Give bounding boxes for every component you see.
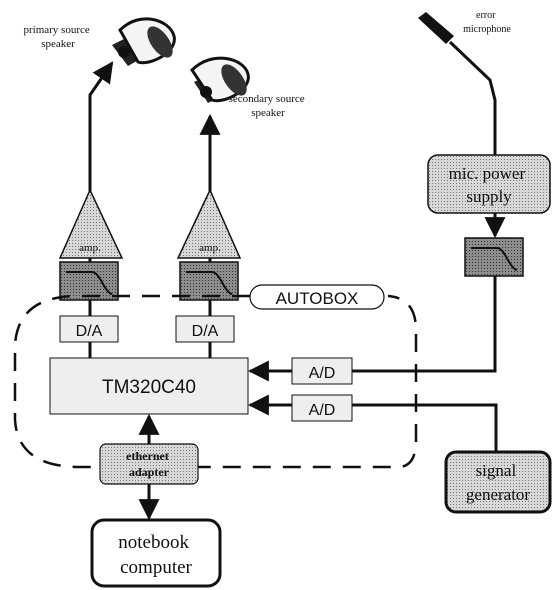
primary-speaker-label: primary source speaker <box>23 24 92 50</box>
svg-text:ethernet adapter: ethernet adapter <box>126 449 172 479</box>
da-converter-right: D/A <box>175 315 235 343</box>
mic-cable-line <box>448 40 497 155</box>
notebook-line1: notebook <box>118 532 189 553</box>
low-pass-filter-mic-icon <box>464 237 524 277</box>
low-pass-filter-right-icon <box>179 261 239 301</box>
ad-converter-bottom: A/D <box>291 394 353 422</box>
svg-text:D/A: D/A <box>192 323 219 340</box>
primary-speaker-icon <box>112 17 176 66</box>
error-microphone-label: error microphone <box>463 10 511 35</box>
signal-gen-line2: generator <box>466 485 531 504</box>
svg-text:signal generator: signal generator <box>466 461 531 504</box>
signal-generator-line <box>352 403 498 452</box>
ethernet-line2: adapter <box>129 465 170 479</box>
amp-right-label: amp. <box>199 242 221 254</box>
amplifier-right-icon: amp. <box>176 188 242 259</box>
svg-text:TM320C40: TM320C40 <box>102 377 196 398</box>
ethernet-adapter-box: ethernet adapter <box>99 443 199 485</box>
ad-converter-top: A/D <box>291 357 353 385</box>
mic-power-line1: mic. power <box>449 164 526 183</box>
primary-speaker-signal-line <box>88 61 114 192</box>
low-pass-filter-left-icon <box>59 261 119 301</box>
notebook-line2: computer <box>120 557 192 578</box>
notebook-computer-box: notebook computer <box>90 518 222 588</box>
signal-gen-line1: signal <box>476 461 517 480</box>
da-converter-left: D/A <box>59 315 119 343</box>
mic-power-line2: supply <box>466 187 512 206</box>
secondary-speaker-icon <box>190 56 250 103</box>
mic-filter-to-ad-line <box>352 276 497 373</box>
processor-box: TM320C40 <box>49 357 249 415</box>
signal-generator-box: signal generator <box>444 450 552 514</box>
secondary-speaker-label: secondary source speaker <box>229 93 308 119</box>
svg-text:A/D: A/D <box>309 365 336 382</box>
error-microphone-icon <box>418 12 454 44</box>
svg-text:AUTOBOX: AUTOBOX <box>276 289 359 308</box>
svg-text:A/D: A/D <box>309 402 336 419</box>
amplifier-left-icon: amp. <box>58 188 124 259</box>
svg-text:D/A: D/A <box>76 323 103 340</box>
svg-text:notebook computer: notebook computer <box>118 532 193 578</box>
svg-text:mic. power supply: mic. power supply <box>449 164 530 206</box>
amp-left-label: amp. <box>79 242 101 254</box>
autobox-label: AUTOBOX <box>249 284 385 310</box>
mic-power-supply-box: mic. power supply <box>427 154 551 214</box>
ethernet-line1: ethernet <box>126 449 169 463</box>
